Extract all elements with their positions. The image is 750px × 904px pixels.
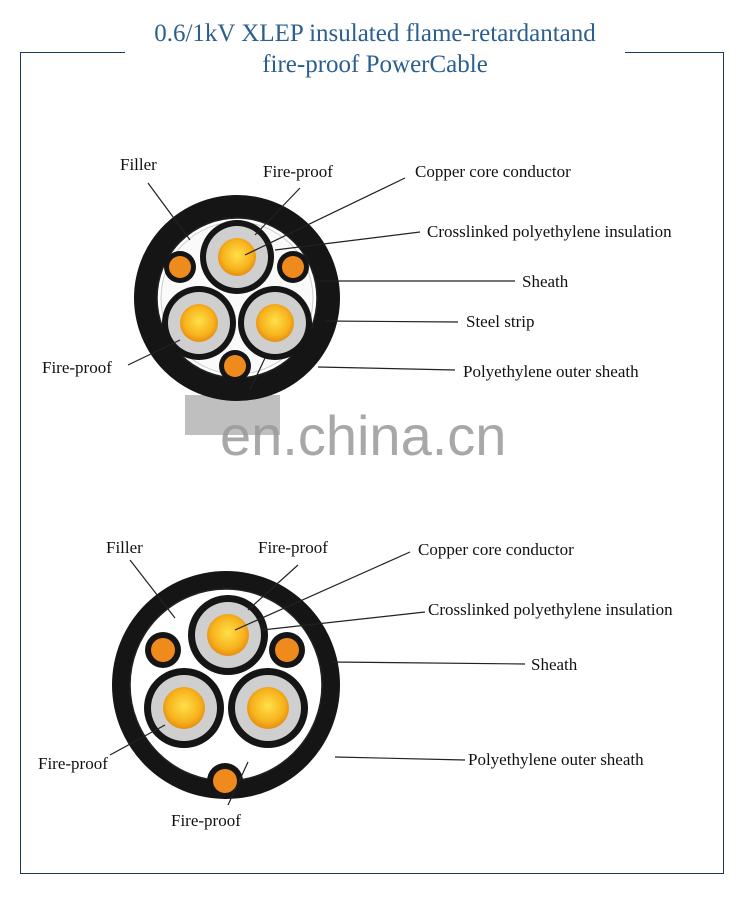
small-core-right [277,251,309,283]
core-left [162,286,236,360]
watermark-band [185,395,280,435]
core-top [200,220,274,294]
leader-lines-bottom [109,551,526,806]
label-steel-strip: Steel strip [466,312,534,331]
label-sheath: Sheath [531,655,578,674]
leader-lines-top [127,177,515,391]
core-top [188,595,268,675]
small-core-bottom [207,763,243,799]
page-title: 0.6/1kV XLEP insulated flame-retardantan… [125,18,625,80]
cable-cross-section-top [134,195,340,401]
label-filler: Filler [106,538,143,557]
label-fireproof-bottom: Fire-proof [171,811,241,830]
label-fireproof-left: Fire-proof [42,358,112,377]
small-core-left [164,251,196,283]
label-fireproof-top: Fire-proof [263,162,333,181]
core-right [228,668,308,748]
core-left [144,668,224,748]
label-fireproof-left: Fire-proof [38,754,108,773]
label-outer-sheath: Polyethylene outer sheath [463,362,639,381]
label-outer-sheath: Polyethylene outer sheath [468,750,644,769]
title-line-2: fire-proof PowerCable [262,51,488,78]
core-right [238,286,312,360]
small-core-left [145,632,181,668]
title-line-1: 0.6/1kV XLEP insulated flame-retardantan… [154,20,596,47]
label-fireproof-top: Fire-proof [258,538,328,557]
label-sheath: Sheath [522,272,569,291]
cable-cross-section-bottom [112,571,340,799]
label-copper-core: Copper core conductor [415,162,571,181]
label-insulation: Crosslinked polyethylene insulation [427,222,672,241]
small-core-bottom [219,350,251,382]
label-copper-core: Copper core conductor [418,540,574,559]
watermark: en.china.cn [220,404,506,467]
label-insulation: Crosslinked polyethylene insulation [428,600,673,619]
small-core-right [269,632,305,668]
label-filler: Filler [120,155,157,174]
